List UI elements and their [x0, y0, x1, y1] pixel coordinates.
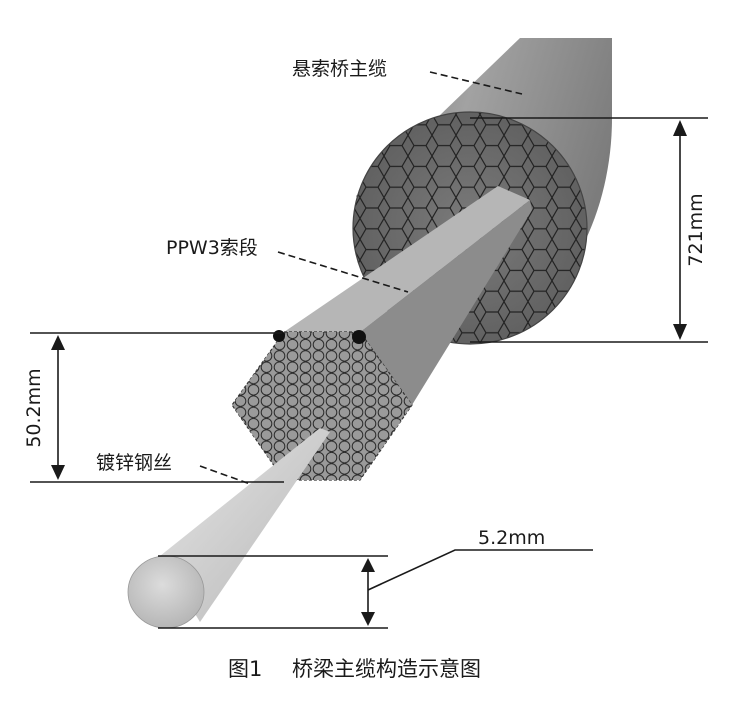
- strand-body-top: [284, 186, 530, 332]
- dimension-wire-diameter: [158, 555, 388, 629]
- strand-corner-marker-right: [352, 330, 366, 344]
- leader-lines: [199, 71, 593, 591]
- dimensions: [30, 117, 708, 629]
- label-cable-diameter: 721mm: [685, 193, 707, 266]
- figure-title: 桥梁主缆构造示意图: [292, 657, 481, 681]
- dimension-cable-diameter: [470, 117, 708, 343]
- leader-wire: [199, 465, 251, 485]
- label-wire: 镀锌钢丝: [96, 452, 172, 474]
- label-main-cable: 悬索桥主缆: [292, 58, 387, 80]
- label-wire-diameter: 5.2mm: [478, 527, 545, 549]
- steel-wire-body: [160, 428, 330, 622]
- figure-number: 图1: [228, 657, 262, 681]
- strand-corner-marker-left: [273, 330, 285, 342]
- strand-body-side: [360, 200, 532, 405]
- steel-wire-end: [127, 555, 205, 629]
- leader-strand: [277, 251, 409, 293]
- leader-main-cable: [429, 71, 523, 95]
- label-strand: PPW3索段: [166, 237, 258, 259]
- dimension-strand-width: [30, 332, 284, 483]
- leader-wire-diameter: [367, 549, 593, 591]
- label-strand-width: 50.2mm: [23, 368, 45, 447]
